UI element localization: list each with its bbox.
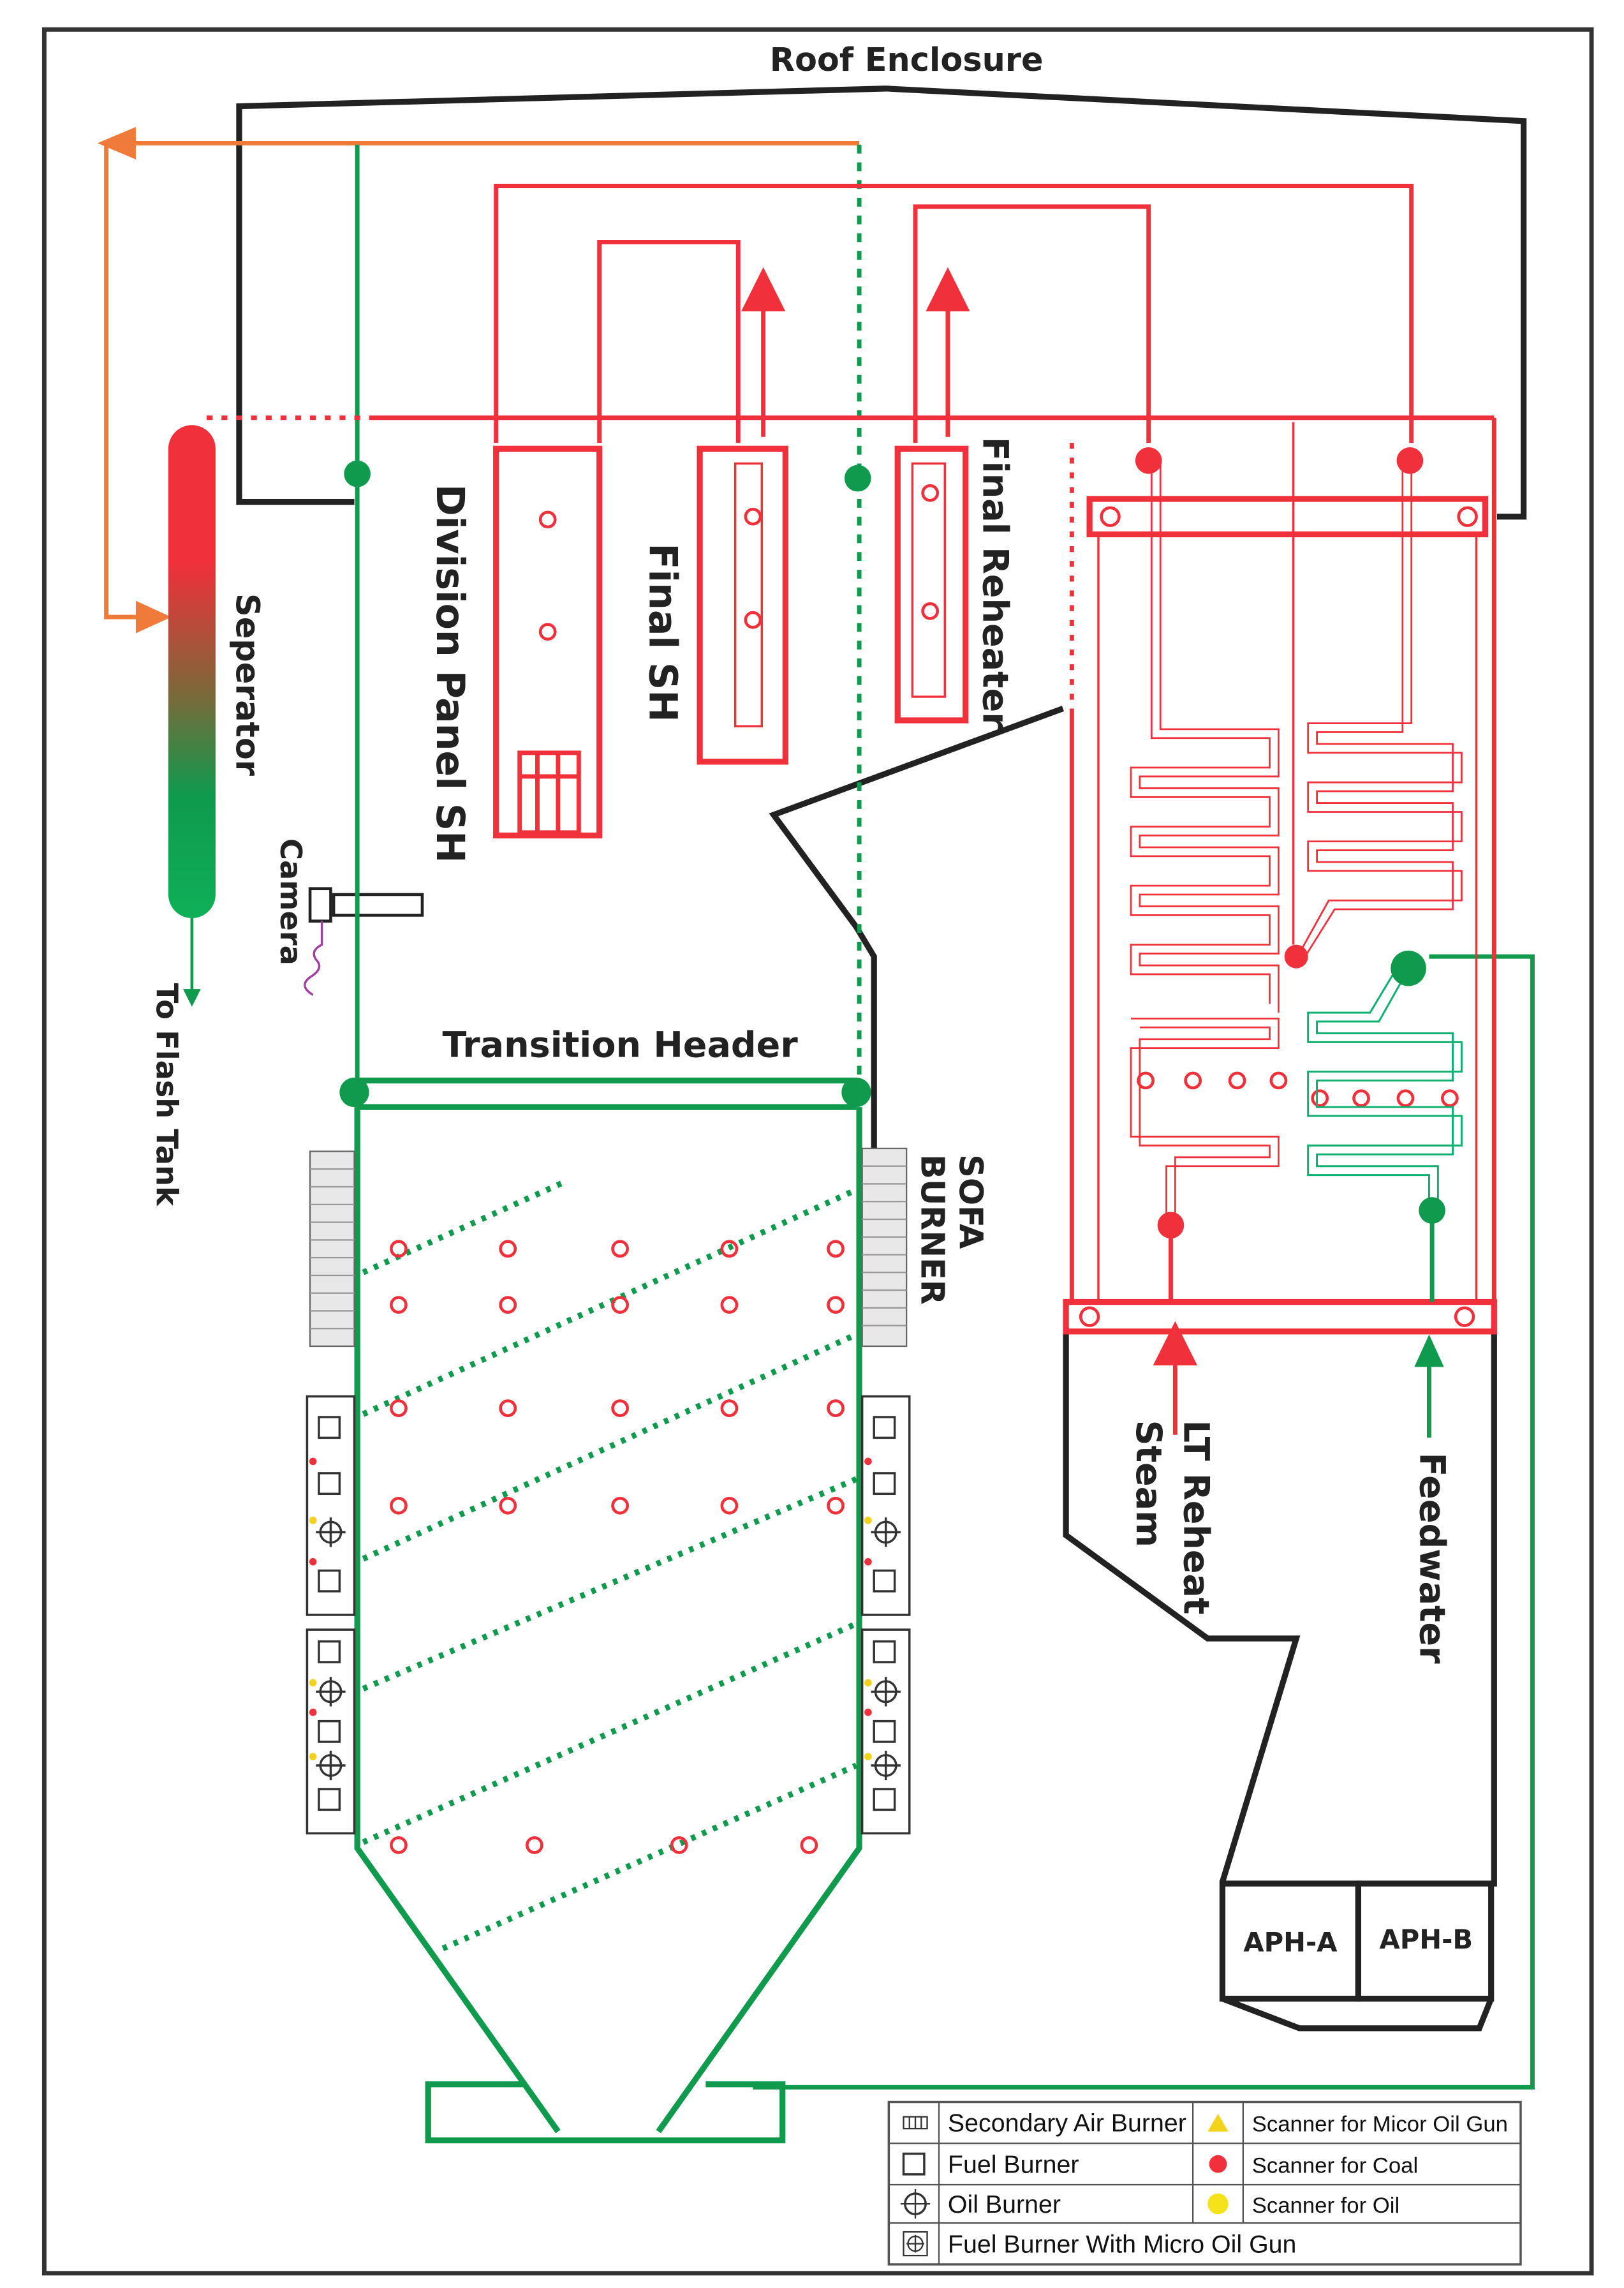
division-panel-port-2 bbox=[538, 623, 557, 641]
orange-return-line bbox=[104, 140, 860, 620]
backpass-node-top-right bbox=[1396, 447, 1424, 474]
final-reheater-port-2 bbox=[921, 602, 940, 620]
final-sh-port-1 bbox=[744, 507, 762, 526]
furnace-wall-left bbox=[354, 1107, 561, 2134]
legend-fuel-burner-icon bbox=[902, 2152, 926, 2176]
final-reheater-inner bbox=[911, 462, 947, 698]
backpass-sootblower-rings bbox=[1137, 1071, 1459, 1108]
orange-arrow-sep bbox=[135, 600, 172, 634]
backpass-top-header-left-ring bbox=[1100, 506, 1121, 527]
outer-border bbox=[41, 27, 1594, 2276]
sofa-windbox-left bbox=[309, 1150, 355, 1348]
transition-node-right bbox=[841, 1077, 871, 1108]
backpass-top-header bbox=[1086, 496, 1489, 538]
final-sh-inner bbox=[734, 462, 764, 728]
furnace-nose-wall bbox=[769, 706, 1065, 1152]
backpass-bottom-header-right-ring bbox=[1454, 1306, 1475, 1327]
legend-micro-oil-text: Fuel Burner With Micro Oil Gun bbox=[948, 2230, 1296, 2258]
spiral-wall-lines bbox=[362, 1178, 858, 1952]
backpass-hopper-wall bbox=[1063, 1328, 1301, 1883]
feedwater-inlet-arrowhead bbox=[1414, 1334, 1444, 1367]
final-reheater-label: Final Reheater bbox=[974, 437, 1015, 730]
ash-hopper-seal bbox=[425, 2081, 786, 2144]
lt-reheat-label: LT Reheat bbox=[1175, 1420, 1216, 1615]
green-header-node-left bbox=[344, 460, 371, 487]
final-sh-label: Final SH bbox=[640, 543, 684, 722]
legend: Secondary Air Burner Fuel Burner Oil Bur… bbox=[887, 2100, 1522, 2266]
feedwater-return-line bbox=[753, 954, 1535, 2090]
roof-enclosure-outline bbox=[236, 85, 1527, 520]
backpass-node-rh-in bbox=[1284, 944, 1308, 969]
feedwater-label: Feedwater bbox=[1412, 1453, 1453, 1665]
final-reheater-port-1 bbox=[921, 484, 940, 502]
red-steam-piping bbox=[369, 184, 1496, 1329]
legend-scanner-coal-text: Scanner for Coal bbox=[1252, 2154, 1418, 2178]
burner-label: BURNER bbox=[913, 1154, 950, 1305]
to-flash-tank-label: To Flash Tank bbox=[149, 983, 184, 1207]
legend-scanner-micro-oil-text: Scanner for Micor Oil Gun bbox=[1252, 2113, 1508, 2137]
final-reheater bbox=[894, 445, 969, 724]
economizer-coils bbox=[1307, 967, 1463, 1214]
legend-secondary-air-icon bbox=[903, 2116, 928, 2130]
backpass-top-header-right-ring bbox=[1457, 506, 1478, 527]
sofa-windbox-right bbox=[861, 1147, 908, 1348]
furnace-scanner-rings bbox=[390, 1240, 845, 1854]
legend-oil-burner-text: Oil Burner bbox=[948, 2190, 1061, 2218]
aph-bottom bbox=[1221, 1996, 1494, 2032]
legend-secondary-air-text: Secondary Air Burner bbox=[948, 2109, 1186, 2137]
division-panel-port-1 bbox=[538, 510, 557, 529]
camera-cable bbox=[304, 921, 323, 996]
aph-b-box bbox=[1355, 1880, 1495, 2002]
sofa-label: SOFA bbox=[951, 1154, 989, 1249]
final-sh-port-2 bbox=[744, 611, 762, 629]
legend-scanner-coal-icon bbox=[1209, 2155, 1227, 2173]
reheater-coils bbox=[1298, 457, 1463, 957]
burner-symbols bbox=[316, 1416, 901, 1811]
burner-column-left bbox=[306, 1395, 356, 1835]
furnace-wall-right bbox=[656, 1107, 862, 2134]
legend-scanner-oil-text: Scanner for Oil bbox=[1252, 2194, 1400, 2218]
final-sh bbox=[697, 445, 788, 765]
orange-arrow-top bbox=[97, 126, 136, 160]
sofa-brick-lines bbox=[310, 1165, 907, 1330]
legend-frame bbox=[887, 2100, 1522, 2266]
legend-fuel-burner-text: Fuel Burner bbox=[948, 2151, 1079, 2179]
primary-sh-coils bbox=[1130, 457, 1280, 1226]
separator-label: Seperator bbox=[228, 593, 265, 776]
separator-vessel bbox=[168, 425, 216, 919]
steam-label: Steam bbox=[1128, 1420, 1169, 1547]
legend-oil-burner-icon bbox=[900, 2188, 931, 2219]
burner-scanner-dots bbox=[309, 1457, 872, 1760]
legend-micro-oil-icon bbox=[903, 2231, 928, 2257]
division-panel-tubes bbox=[517, 750, 581, 835]
backpass-bottom-header bbox=[1063, 1298, 1497, 1335]
burner-column-right bbox=[860, 1395, 911, 1835]
transition-header-label: Transition Header bbox=[442, 1025, 798, 1066]
camera-label: Camera bbox=[274, 838, 308, 965]
camera-mount bbox=[308, 887, 332, 923]
transition-node-left bbox=[339, 1077, 369, 1108]
aph-a-label: APH-A bbox=[1243, 1927, 1338, 1958]
backpass-node-top-left bbox=[1135, 447, 1162, 474]
legend-scanner-oil-icon bbox=[1207, 2193, 1229, 2215]
roof-enclosure-label: Roof Enclosure bbox=[770, 41, 1044, 79]
aph-a-box bbox=[1219, 1880, 1362, 2002]
economizer-outlet-node bbox=[1391, 950, 1426, 986]
backpass-bottom-header-left-ring bbox=[1079, 1306, 1100, 1327]
division-panel-sh-label: Division Panel SH bbox=[427, 484, 472, 863]
camera-body bbox=[332, 893, 424, 917]
green-header-node-right bbox=[844, 464, 871, 492]
legend-scanner-micro-oil-icon bbox=[1207, 2114, 1229, 2132]
separator-outlet-arrow bbox=[183, 989, 201, 1007]
aph-b-label: APH-B bbox=[1380, 1924, 1473, 1955]
